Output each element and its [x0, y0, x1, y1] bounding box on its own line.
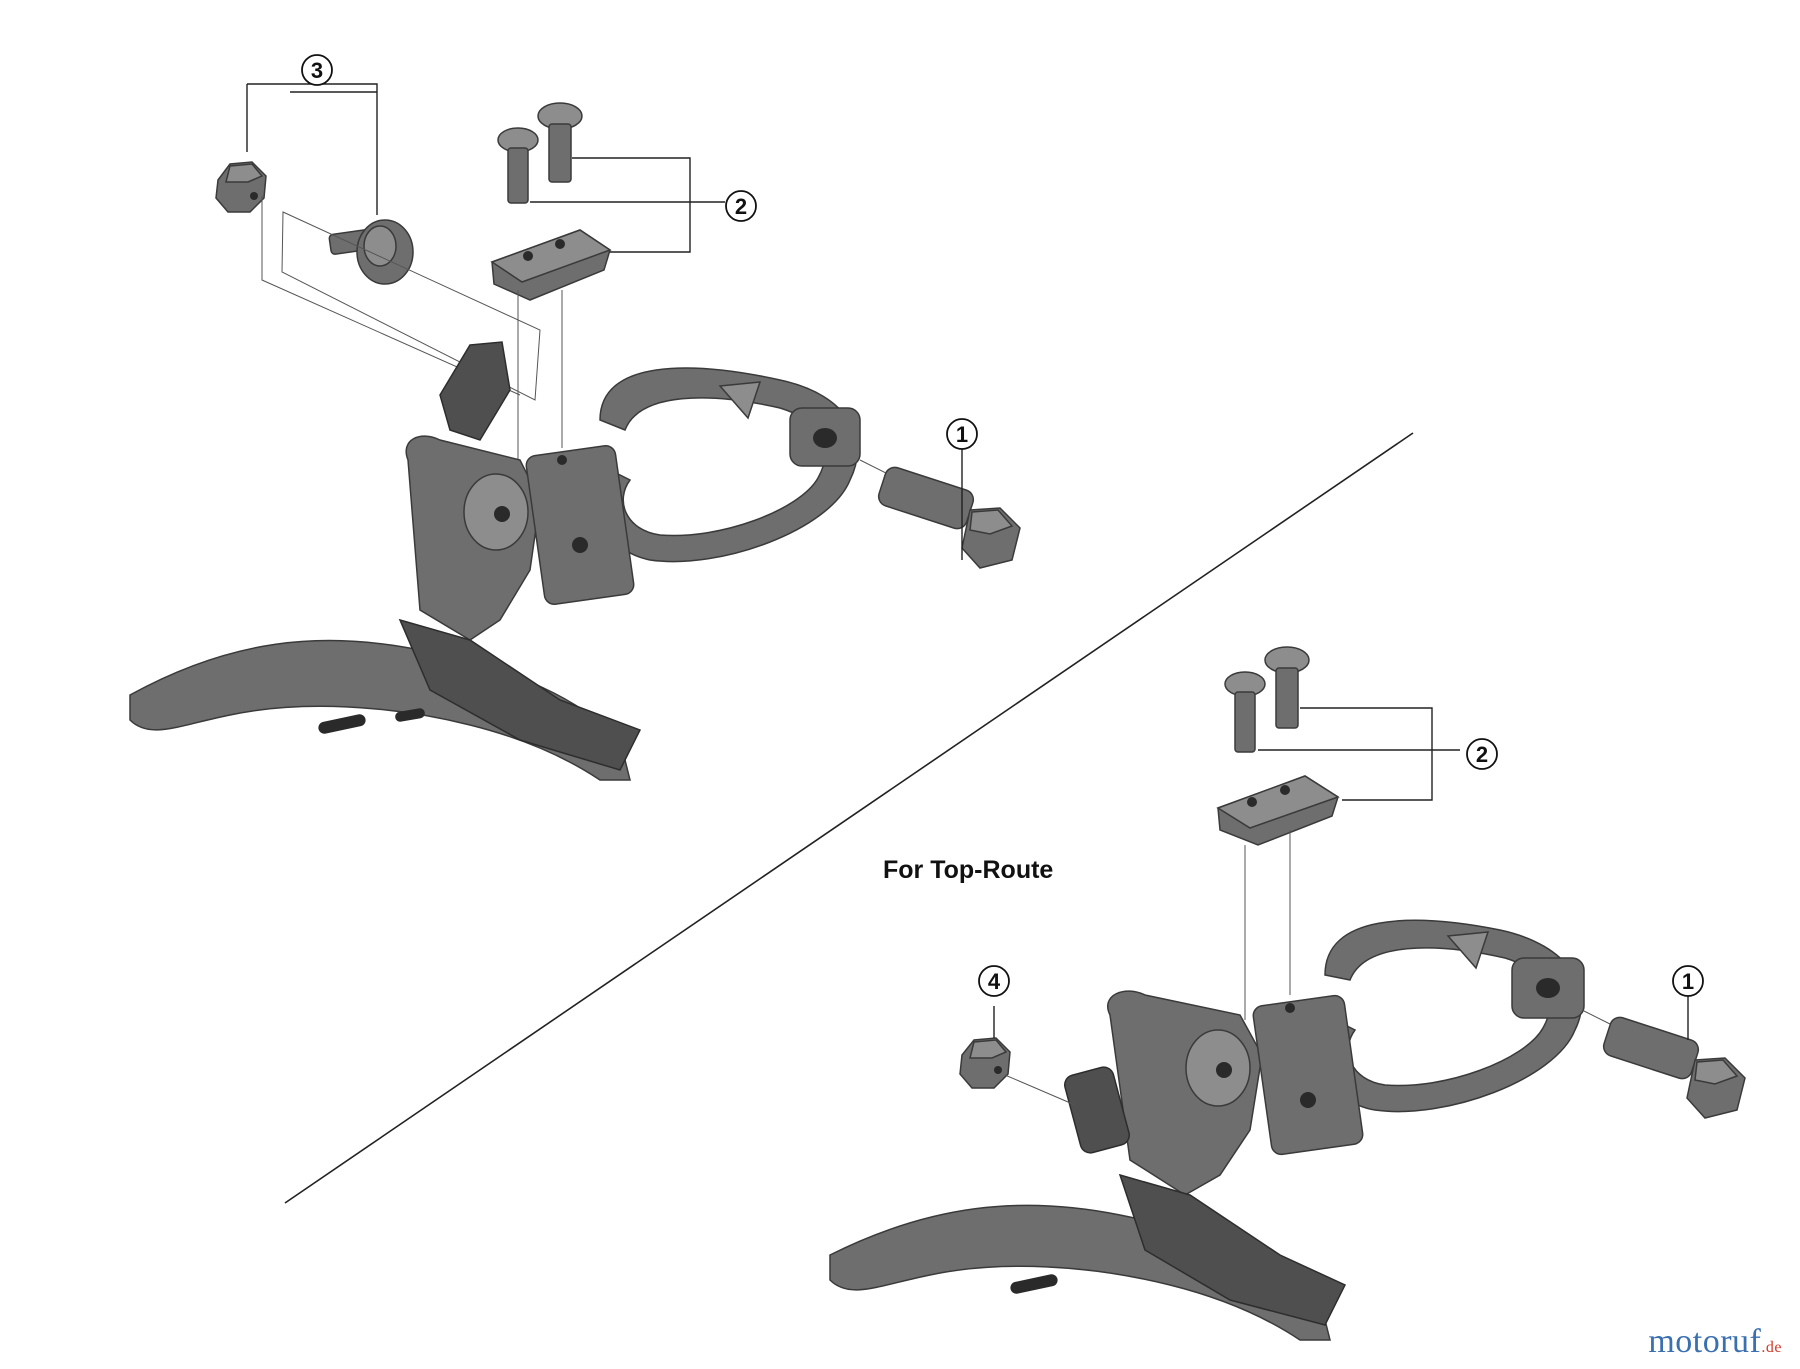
cable-saddle-lower — [1216, 775, 1340, 846]
derailleur-body-upper — [129, 341, 642, 781]
watermark-logo: motoruf.de — [1648, 1323, 1782, 1361]
caption-top-route: For Top-Route — [883, 856, 1053, 884]
svg-text:2: 2 — [735, 194, 747, 219]
clamp-bolt-part-1-lower — [1581, 1009, 1746, 1119]
upper-assembly — [129, 83, 1021, 781]
callout-4: 4 — [978, 965, 1010, 997]
svg-text:4: 4 — [988, 969, 1001, 994]
screw-lower-left — [1224, 671, 1266, 753]
callout-1-upper: 1 — [946, 418, 978, 450]
callout-1-lower: 1 — [1672, 965, 1704, 997]
clamp-band-upper — [599, 367, 861, 563]
clamp-bolt-part-1 — [859, 459, 1021, 569]
callout-2-upper: 2 — [725, 190, 757, 222]
dome-bolt-part-3 — [328, 219, 414, 285]
watermark-text-b: .de — [1761, 1339, 1782, 1356]
svg-text:2: 2 — [1476, 742, 1488, 767]
clamp-band-lower — [1324, 919, 1585, 1113]
callout-3: 3 — [301, 54, 333, 86]
screw-lower-right — [1264, 646, 1310, 729]
hex-nut-part-3 — [215, 161, 267, 213]
svg-text:3: 3 — [311, 58, 323, 83]
derailleur-body-lower — [829, 990, 1364, 1341]
callout-2-lower: 2 — [1466, 738, 1498, 770]
svg-text:1: 1 — [1682, 969, 1694, 994]
watermark-text-a: motoruf — [1648, 1323, 1762, 1360]
cable-saddle-upper — [490, 229, 612, 301]
lower-assembly — [829, 646, 1746, 1341]
hex-nut-part-4 — [959, 1037, 1011, 1089]
svg-text:1: 1 — [956, 422, 968, 447]
screw-upper-right — [537, 102, 583, 183]
screw-upper-left — [497, 127, 539, 204]
divider-line — [284, 432, 1414, 1204]
